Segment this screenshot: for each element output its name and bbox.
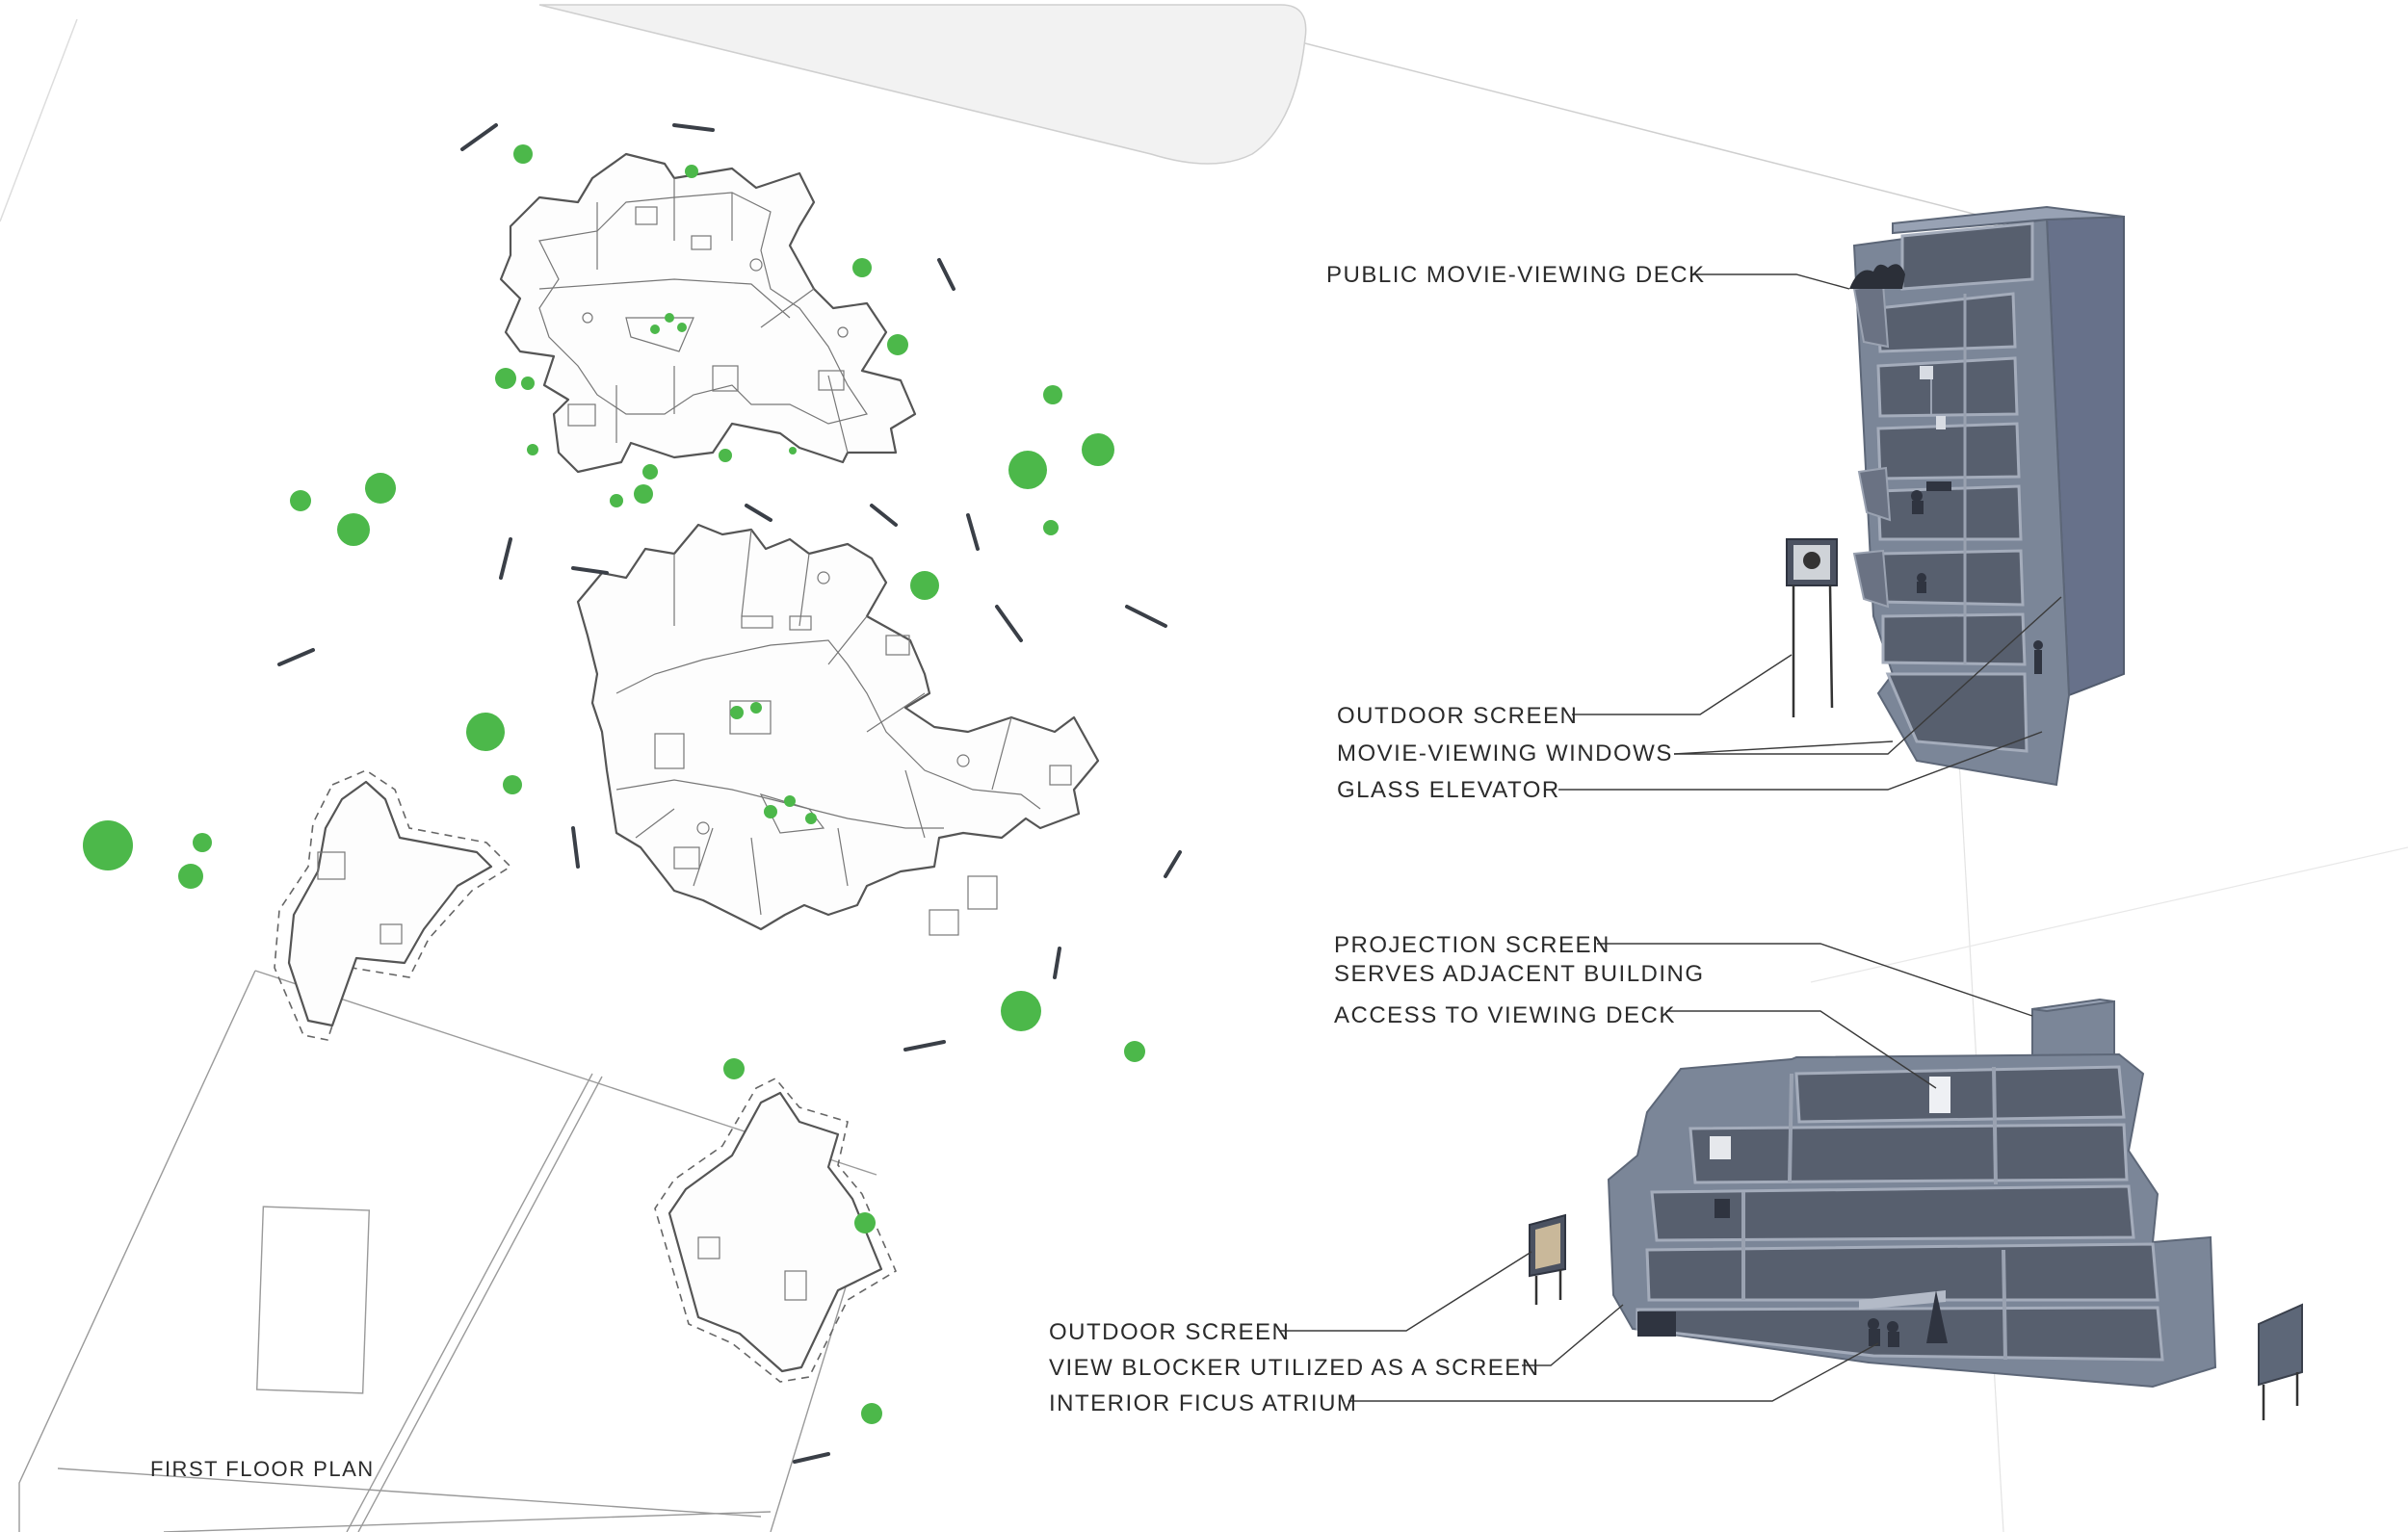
block-floors (1636, 1065, 2164, 1362)
callout-movie-deck: PUBLIC MOVIE-VIEWING DECK (1326, 262, 1706, 288)
callout-viewing-windows: MOVIE-VIEWING WINDOWS (1337, 740, 1673, 766)
callout-outdoor-screen-tower: OUTDOOR SCREEN (1337, 703, 1578, 729)
site-context (0, 4, 2408, 1532)
building-north (499, 152, 917, 474)
callout-glass-elevator: GLASS ELEVATOR (1337, 777, 1560, 803)
tower-outdoor-screen (1786, 538, 1838, 717)
site-benches (277, 123, 1182, 1464)
ficus-tree (1926, 1290, 1948, 1343)
deck-access-opening (1929, 1077, 1950, 1113)
callout-ficus-atrium: INTERIOR FICUS ATRIUM (1049, 1390, 1357, 1416)
callout-serves-adjacent: SERVES ADJACENT BUILDING (1334, 961, 1705, 987)
callout-access-deck: ACCESS TO VIEWING DECK (1334, 1002, 1676, 1028)
block-callouts: PROJECTION SCREEN SERVES ADJACENT BUILDI… (1049, 932, 1705, 1416)
callout-leaders (1279, 273, 2062, 1402)
trees (83, 144, 1145, 1424)
floor-plan: FIRST FLOOR PLAN (83, 123, 1182, 1481)
annex-west (274, 769, 512, 1041)
deck-crowd (1849, 264, 1905, 289)
parking-pad (255, 1206, 371, 1394)
block-right-screen (2258, 1303, 2303, 1420)
block-outdoor-screen (1529, 1213, 1566, 1305)
plan-caption: FIRST FLOOR PLAN (150, 1457, 375, 1481)
tower-model (1786, 205, 2125, 787)
callout-projection-screen: PROJECTION SCREEN (1334, 932, 1610, 958)
building-central (576, 523, 1100, 936)
block-model (1529, 998, 2303, 1420)
tower-callouts: PUBLIC MOVIE-VIEWING DECK OUTDOOR SCREEN… (1326, 262, 1706, 803)
annex-south (654, 1078, 898, 1383)
tower-floors (1852, 221, 2043, 753)
callout-outdoor-screen-block: OUTDOOR SCREEN (1049, 1319, 1290, 1345)
callout-view-blocker: VIEW BLOCKER UTILIZED AS A SCREEN (1049, 1355, 1540, 1381)
